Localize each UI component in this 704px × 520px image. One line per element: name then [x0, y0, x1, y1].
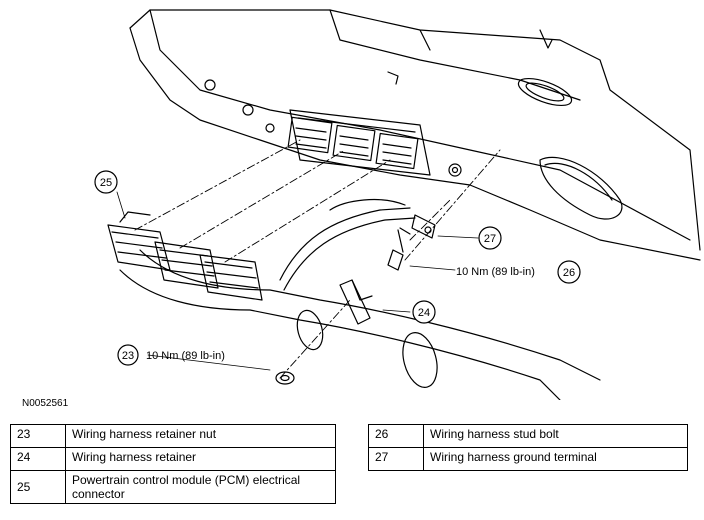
legend-description: Wiring harness ground terminal	[423, 447, 688, 471]
stud-bolt	[387, 227, 411, 271]
svg-text:10 Nm (89 lb-in): 10 Nm (89 lb-in)	[456, 266, 535, 278]
svg-text:25: 25	[100, 177, 112, 189]
exploded-view-diagram: 23 10 Nm (89 lb-in) 24 25 26 10 Nm (89 l…	[94, 9, 701, 400]
callout-25: 25	[94, 170, 118, 194]
callout-24: 24	[412, 300, 436, 324]
leader-lines	[116, 191, 479, 371]
legend-number: 24	[10, 447, 66, 471]
bulkhead-panel	[129, 9, 701, 261]
callout-23: 23 10 Nm (89 lb-in)	[117, 344, 225, 366]
legend-description: Wiring harness retainer	[65, 447, 336, 471]
legend-description: Wiring harness stud bolt	[423, 424, 688, 448]
legend-description: Wiring harness retainer nut	[65, 424, 336, 448]
harness-retainer	[339, 279, 373, 325]
legend-table-right: 26 Wiring harness stud bolt 27 Wiring ha…	[368, 424, 688, 471]
figure-id: N0052561	[22, 398, 69, 409]
legend-row: 24 Wiring harness retainer	[10, 447, 336, 471]
legend-row: 25 Powertrain control module (PCM) elect…	[10, 470, 336, 504]
ground-terminal	[411, 214, 436, 239]
legend-number: 25	[10, 470, 66, 504]
legend-table-left: 23 Wiring harness retainer nut 24 Wiring…	[10, 424, 336, 504]
legend-row: 26 Wiring harness stud bolt	[368, 424, 688, 448]
legend-row: 23 Wiring harness retainer nut	[10, 424, 336, 448]
legend-row: 27 Wiring harness ground terminal	[368, 447, 688, 471]
pcm-housing	[287, 109, 431, 176]
legend-number: 23	[10, 424, 66, 448]
svg-text:24: 24	[418, 307, 430, 319]
legend-number: 27	[368, 447, 424, 471]
legend-description: Powertrain control module (PCM) electric…	[65, 470, 336, 504]
svg-text:26: 26	[563, 267, 575, 279]
alignment-lines	[134, 139, 501, 379]
wiring-harness	[119, 199, 601, 400]
svg-text:10 Nm (89 lb-in): 10 Nm (89 lb-in)	[146, 350, 225, 362]
pcm-connectors	[107, 211, 263, 301]
svg-text:27: 27	[484, 233, 496, 245]
callout-27: 27	[478, 226, 502, 250]
retainer-nut	[275, 371, 295, 385]
callout-26: 26 10 Nm (89 lb-in)	[456, 260, 581, 284]
legend-number: 26	[368, 424, 424, 448]
svg-text:23: 23	[122, 350, 134, 362]
